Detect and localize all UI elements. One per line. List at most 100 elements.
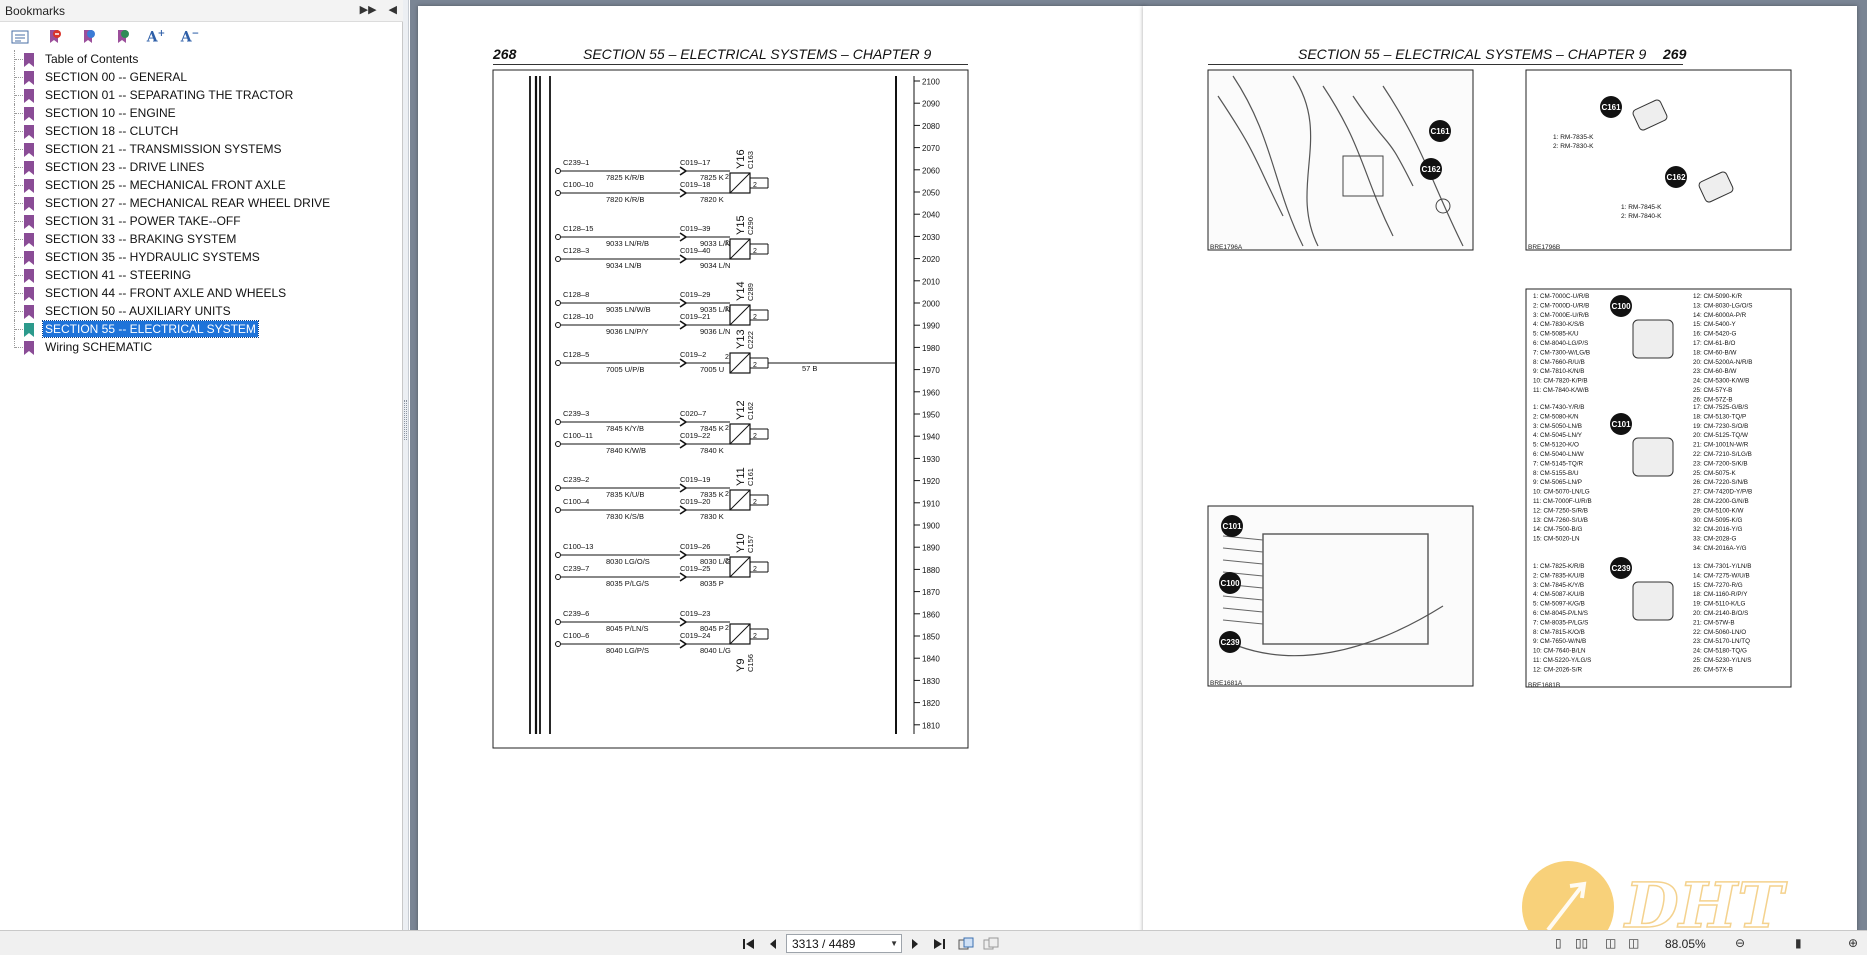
cover-page-icon[interactable]: ◫ [1628,936,1640,950]
solenoid-connector: C290 [746,217,755,235]
bookmark-item[interactable]: SECTION 55 -- ELECTRICAL SYSTEM [0,320,403,338]
scale-label: 2010 [922,277,940,286]
figure-code: BRE1681B [1528,682,1560,689]
bookmark-options-button[interactable] [8,26,32,48]
pin-label: 2: RM-7830-K [1553,143,1594,150]
bookmark-item[interactable]: SECTION 00 -- GENERAL [0,68,403,86]
delete-bookmark-button[interactable] [42,26,66,48]
solenoid-id: Y12 [735,400,747,420]
last-page-icon [934,938,945,949]
bookmark-item[interactable]: SECTION 25 -- MECHANICAL FRONT AXLE [0,176,403,194]
terminal [555,234,561,240]
chevron-down-icon[interactable]: ▼ [890,939,898,948]
terminal [555,300,561,306]
bookmark-item[interactable]: SECTION 23 -- DRIVE LINES [0,158,403,176]
pin-label: 11: CM-7840-K/W/B [1533,387,1589,394]
page-number-input[interactable]: 3313 / 4489 ▼ [786,934,902,953]
connector-label: C019–29 [680,290,710,299]
bookmark-item[interactable]: SECTION 41 -- STEERING [0,266,403,284]
pin-label: 5: CM-5097-K/G/B [1533,601,1585,608]
bookmark-label: SECTION 50 -- AUXILIARY UNITS [45,304,231,318]
terminal [555,552,561,558]
connector-label: C019–25 [680,564,710,573]
page-number: 268 [493,46,517,62]
page-header: SECTION 55 – ELECTRICAL SYSTEMS – CHAPTE… [1298,46,1647,62]
connector-plug [1632,99,1668,131]
bookmark-find-icon [118,30,129,43]
wire-label: 8030 L/G [700,557,731,566]
document-viewport[interactable]: 268 SECTION 55 – ELECTRICAL SYSTEMS – CH… [410,0,1867,930]
scale-label: 1810 [922,721,940,730]
pin-label: 1: RM-7845-K [1621,204,1662,211]
pin-label: 12: CM-5090-K/R [1693,293,1742,300]
bookmark-item[interactable]: SECTION 35 -- HYDRAULIC SYSTEMS [0,248,403,266]
schematic-frame [492,69,969,749]
connector-label: C239–2 [563,475,589,484]
last-page-button[interactable] [930,935,948,952]
bookmark-item[interactable]: SECTION 01 -- SEPARATING THE TRACTOR [0,86,403,104]
decrease-text-size-button[interactable]: A− [178,26,202,48]
single-page-icon[interactable]: ▯ [1555,936,1562,950]
bookmark-item[interactable]: SECTION 44 -- FRONT AXLE AND WHEELS [0,284,403,302]
wire-label: 8045 P/LN/S [606,624,649,633]
zoom-level[interactable]: 88.05% [1665,937,1706,951]
bookmark-item[interactable]: SECTION 10 -- ENGINE [0,104,403,122]
collapse-panel-icon[interactable]: ◀ [388,4,397,16]
panel-splitter[interactable] [403,0,409,930]
wire-label: 7845 K [700,424,724,433]
bookmark-item[interactable]: SECTION 21 -- TRANSMISSION SYSTEMS [0,140,403,158]
bookmark-item[interactable]: SECTION 33 -- BRAKING SYSTEM [0,230,403,248]
connector-label: C019–2 [680,350,706,359]
find-bookmark-button[interactable] [110,26,134,48]
connector-label: C128–10 [563,312,593,321]
connector-c161-c162-box [1525,69,1792,251]
callout-label: C101 [1222,522,1242,531]
scale-label: 1860 [922,610,940,619]
zoom-slider-thumb[interactable]: ▮ [1795,936,1802,950]
increase-text-size-button[interactable]: A+ [144,26,168,48]
bookmark-icon [24,322,34,337]
terminal [555,441,561,447]
first-page-button[interactable] [740,935,758,952]
terminal [555,322,561,328]
scale-label: 1840 [922,655,940,664]
scale-label: 2100 [922,78,940,87]
wire-label: 8040 L/G [700,646,731,655]
expand-panel-icon[interactable]: ▶▶ [359,4,377,16]
bookmark-item[interactable]: Table of Contents [0,50,403,68]
control-unit-photo [1207,505,1474,687]
bookmark-item[interactable]: SECTION 27 -- MECHANICAL REAR WHEEL DRIV… [0,194,403,212]
zoom-in-icon[interactable]: ⊕ [1848,936,1859,950]
bookmark-label: SECTION 23 -- DRIVE LINES [45,160,205,174]
plug-symbol [679,439,688,449]
pin-label: 15: CM-5400-Y [1693,321,1736,328]
pin-label: 20: CM-5125-TQ/W [1693,432,1748,439]
connector-plug [1632,581,1674,621]
bookmark-item[interactable]: SECTION 50 -- AUXILIARY UNITS [0,302,403,320]
bookmark-item[interactable]: SECTION 18 -- CLUTCH [0,122,403,140]
scale-label: 1990 [922,322,940,331]
pin-label: 6: CM-8040-LG/P/S [1533,340,1588,347]
new-bookmark-button[interactable] [76,26,100,48]
facing-pages-icon[interactable]: ◫ [1605,936,1617,950]
pin-label: 7: CM-5145-TQ/R [1533,460,1583,467]
zoom-out-icon[interactable]: ⊖ [1735,936,1746,950]
previous-page-button[interactable] [764,935,782,952]
wire-label: 7825 K [700,173,724,182]
continuous-page-icon[interactable]: ▯▯ [1575,936,1589,950]
bookmark-icon [24,70,34,85]
scale-label: 1930 [922,455,940,464]
next-view-button[interactable] [982,935,1000,952]
font-increase-icon: A+ [146,28,166,46]
bookmark-icon [24,160,34,175]
previous-view-button[interactable] [957,935,975,952]
next-page-button[interactable] [906,935,924,952]
connector-label: C019–24 [680,631,710,640]
pin-label: 10: CM-5070-LN/LG [1533,489,1590,496]
pin-label: 19: CM-5110-K/LG [1693,601,1745,608]
pin-label: 23: CM-60-B/W [1693,368,1736,375]
harness-line [1352,95,1414,187]
pin-label: 8: CM-7815-K/O/B [1533,629,1585,636]
bookmark-item[interactable]: SECTION 31 -- POWER TAKE--OFF [0,212,403,230]
bookmark-item[interactable]: Wiring SCHEMATIC [0,338,403,356]
